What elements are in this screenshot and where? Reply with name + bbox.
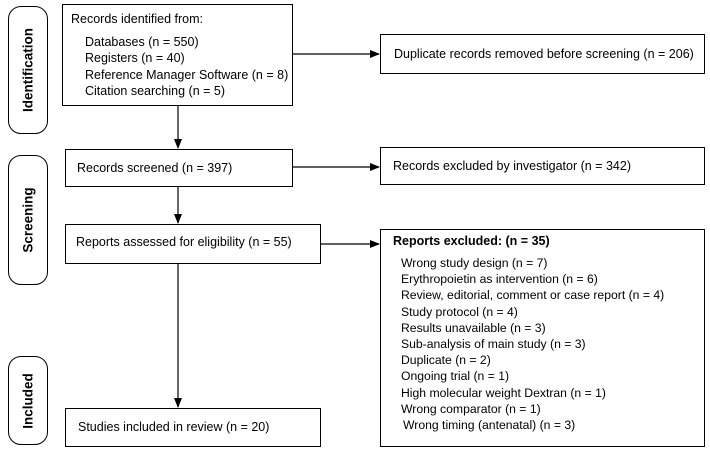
identified-source-citation-searching: Citation searching (n = 5) [85, 84, 226, 98]
records-excluded-investigator-box: Records excluded by investigator (n = 34… [380, 147, 705, 185]
records-screened-box: Records screened (n = 397) [65, 149, 293, 187]
identified-source-databases: Databases (n = 550) [85, 35, 199, 49]
exclusion-reason-item: Wrong comparator (n = 1) [401, 401, 541, 416]
exclusion-reason-item: Wrong study design (n = 7) [401, 256, 548, 270]
records-identified-box: Records identified from: Databases (n = … [62, 4, 293, 106]
exclusion-reason-item: Results unavailable (n = 3) [401, 320, 546, 335]
studies-included-text: Studies included in review (n = 20) [78, 420, 270, 434]
exclusion-reason-item: Wrong timing (antenatal) (n = 3) [403, 417, 576, 432]
phase-screening: Screening [8, 155, 48, 285]
phase-identification: Identification [8, 6, 48, 134]
duplicates-removed-text: Duplicate records removed before screeni… [394, 47, 694, 61]
records-screened-text: Records screened (n = 397) [77, 161, 233, 175]
exclusion-reason-item: Duplicate (n = 2) [401, 353, 491, 368]
exclusion-reason-item: Erythropoietin as intervention (n = 6) [401, 272, 598, 287]
records-excluded-investigator-text: Records excluded by investigator (n = 34… [393, 159, 631, 173]
exclusion-reason-item: High molecular weight Dextran (n = 1) [401, 385, 606, 400]
duplicates-removed-box: Duplicate records removed before screeni… [380, 34, 705, 74]
reports-assessed-text: Reports assessed for eligibility (n = 55… [76, 235, 292, 249]
exclusion-reason-item: Study protocol (n = 4) [401, 304, 518, 319]
reports-assessed-box: Reports assessed for eligibility (n = 55… [65, 224, 321, 264]
reports-excluded-list: Wrong study design (n = 7) Erythropoieti… [401, 255, 664, 433]
identified-source-registers: Registers (n = 40) [85, 51, 185, 65]
studies-included-box: Studies included in review (n = 20) [65, 408, 321, 447]
exclusion-reason-item: Review, editorial, comment or case repor… [401, 288, 665, 303]
exclusion-reason-item: Sub-analysis of main study (n = 3) [401, 336, 586, 351]
reports-excluded-title: Reports excluded: (n = 35) [393, 234, 550, 248]
phase-included: Included [8, 356, 48, 445]
identified-source-reference-manager: Reference Manager Software (n = 8) [85, 68, 289, 82]
reports-excluded-box: Reports excluded: (n = 35) Wrong study d… [380, 229, 705, 447]
exclusion-reason-item: Ongoing trial (n = 1) [401, 369, 510, 384]
records-identified-title: Records identified from: [71, 12, 204, 26]
